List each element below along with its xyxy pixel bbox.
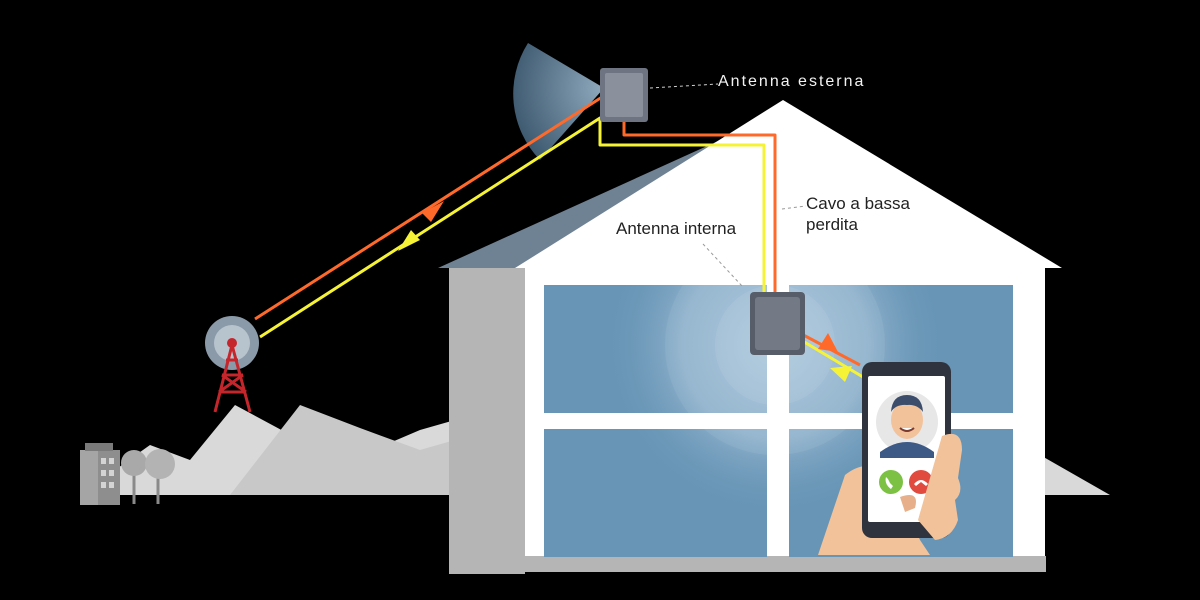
- smartphone-icon: [818, 362, 962, 555]
- label-cavo-bassa-perdita: Cavo a bassa perdita: [806, 194, 910, 234]
- uplink-arrow-indoor: [830, 366, 852, 382]
- leader-lines: [649, 83, 807, 287]
- phone-accept-icon: [879, 470, 903, 494]
- landscape: [80, 405, 1110, 495]
- downlink-arrow-indoor: [818, 333, 838, 352]
- label-antenna-interna: Antenna interna: [616, 219, 737, 238]
- cell-tower-icon: [205, 316, 259, 413]
- uplink-arrow: [398, 230, 420, 251]
- label-antenna-esterna: Antenna esterna: [718, 73, 866, 90]
- user-avatar-icon: [876, 391, 938, 458]
- downlink-arrow: [422, 201, 444, 222]
- directional-antenna-icon: [600, 68, 648, 122]
- tree-icon: [121, 449, 175, 504]
- antenna-beam: [513, 43, 604, 160]
- indoor-panel-antenna-icon: [750, 292, 805, 355]
- building-icon: [80, 443, 120, 505]
- phone-reject-icon: [909, 470, 933, 494]
